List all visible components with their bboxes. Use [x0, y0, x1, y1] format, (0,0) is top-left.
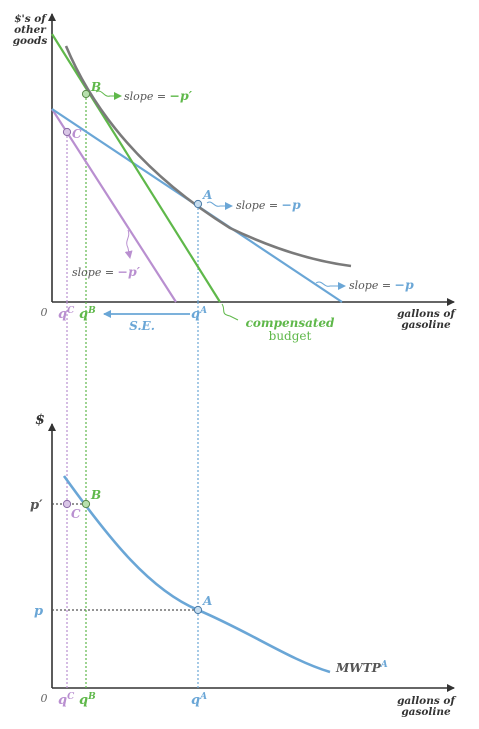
mwtp-curve — [62, 475, 331, 674]
indifference-curve — [64, 45, 352, 268]
compensated-label-line2: budget — [269, 329, 312, 343]
slope-c-arrow — [124, 229, 133, 259]
slope-a-annotation: slope = −p — [236, 197, 301, 212]
bottom-qa-sup: A — [199, 692, 207, 702]
bottom-y-axis-label: $ — [35, 412, 45, 428]
slope-budget-value: −p — [395, 277, 414, 292]
slope-b-arrow — [95, 90, 122, 100]
top-point-b-label: B — [90, 80, 101, 94]
purple-budget-line — [51, 108, 177, 303]
mwtp-text: MWTP — [335, 661, 382, 675]
bottom-qc-sup: C — [67, 692, 75, 702]
top-x-axis-label-line2: gasoline — [401, 319, 451, 331]
compensated-budget-arrow — [221, 303, 239, 321]
top-qa-q: q — [191, 307, 200, 322]
slope-budget-arrow — [315, 281, 346, 290]
slope-b-annotation: slope = −p′ — [124, 88, 193, 103]
top-panel: $'s of other goods gallons of gasoline 0… — [13, 13, 457, 343]
bottom-qb-label: qB — [79, 692, 96, 708]
top-y-axis-label-line1: $'s of — [14, 13, 48, 25]
slope-b-value: −p′ — [170, 88, 193, 103]
bottom-point-c-marker — [62, 499, 72, 509]
bottom-qa-label: qA — [191, 692, 207, 708]
bottom-qb-sup: B — [87, 692, 96, 702]
substitution-effect-label: S.E. — [129, 319, 155, 333]
bottom-point-c-label: C — [71, 507, 81, 521]
green-compensated-budget-line — [51, 33, 221, 303]
bottom-qc-label: qC — [58, 692, 75, 708]
top-qc-label: qC — [58, 306, 75, 322]
top-qc-q: q — [58, 307, 67, 322]
slope-c-value: −p′ — [118, 264, 141, 279]
top-qa-sup: A — [199, 306, 207, 316]
top-qb-q: q — [79, 307, 88, 322]
bottom-point-b-marker — [81, 499, 91, 509]
slope-a-value: −p — [282, 197, 301, 212]
bottom-panel: $ gallons of gasoline 0 p′ p B C A MWTPA… — [30, 302, 457, 718]
bottom-point-b-label: B — [90, 488, 101, 502]
top-qb-label: qB — [79, 306, 96, 322]
compensated-label-line1: compensated — [246, 316, 335, 330]
top-y-axis-label-line2: other — [14, 24, 47, 36]
slope-budget-annotation: slope = −p — [349, 277, 414, 292]
bottom-origin-label: 0 — [41, 692, 48, 705]
top-point-c-label: C — [72, 127, 82, 141]
slope-c-text: slope = — [72, 266, 118, 279]
bottom-p-label: p — [34, 604, 43, 619]
slope-c-annotation: slope = −p′ — [72, 264, 141, 279]
bottom-x-axis-label-line2: gasoline — [401, 706, 451, 718]
bottom-point-a-marker — [193, 605, 203, 615]
top-y-axis-label-line3: goods — [13, 35, 48, 47]
top-qc-sup: C — [67, 306, 75, 316]
mwtp-label: MWTPA — [335, 660, 388, 675]
bottom-point-a-label: A — [202, 594, 212, 608]
bottom-x-axis-label-line1: gallons of — [397, 695, 457, 707]
top-origin-label: 0 — [41, 306, 48, 319]
slope-a-text: slope = — [236, 199, 282, 212]
top-qa-label: qA — [191, 306, 207, 322]
bottom-qa-q: q — [191, 693, 200, 708]
top-point-a-marker — [193, 199, 203, 209]
slope-b-text: slope = — [124, 90, 170, 103]
bottom-qb-q: q — [79, 693, 88, 708]
top-point-a-label: A — [202, 188, 212, 202]
top-x-axis-label-line1: gallons of — [397, 308, 457, 320]
top-point-c-marker — [62, 127, 72, 137]
top-qb-sup: B — [87, 306, 96, 316]
bottom-qc-q: q — [58, 693, 67, 708]
top-point-b-marker — [81, 89, 91, 99]
slope-budget-text: slope = — [349, 279, 395, 292]
slope-a-arrow — [206, 201, 233, 210]
mwtp-sup: A — [380, 660, 388, 670]
bottom-p-prime-label: p′ — [30, 498, 43, 513]
